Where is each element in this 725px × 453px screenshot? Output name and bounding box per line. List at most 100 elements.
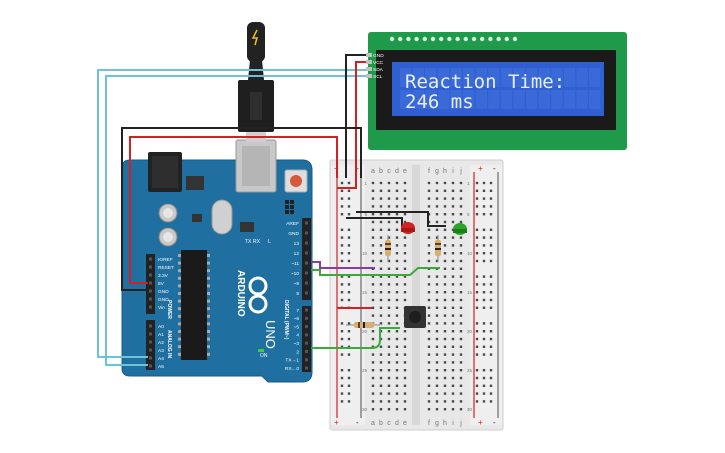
- breadboard-hole: [451, 345, 455, 348]
- push-button-cap[interactable]: [409, 311, 421, 323]
- breadboard-hole: [427, 298, 431, 302]
- breadboard-hole: [379, 408, 383, 411]
- rail-hole: [347, 345, 351, 348]
- breadboard-hole: [459, 205, 463, 208]
- small-chip-2: [240, 222, 254, 232]
- pin-label: Vin: [158, 305, 165, 311]
- breadboard-hole: [403, 220, 407, 224]
- rail-hole: [482, 369, 486, 372]
- chip-leg: [207, 292, 210, 295]
- breadboard-hole: [443, 252, 447, 255]
- pin-label: A0: [158, 324, 164, 330]
- lcd-cell: [463, 68, 475, 87]
- column-label: f: [428, 420, 430, 427]
- breadboard-hole: [459, 259, 463, 263]
- rail-holes: [340, 181, 493, 403]
- breadboard-hole: [371, 236, 375, 239]
- breadboard-hole: [387, 298, 391, 302]
- wire-scl: [105, 75, 366, 366]
- breadboard-hole: [379, 314, 383, 317]
- breadboard-hole: [387, 392, 391, 395]
- breadboard-hole: [443, 236, 447, 239]
- reset-button-cap[interactable]: [290, 175, 302, 187]
- rail-hole: [482, 283, 486, 286]
- lcd-cell: [563, 90, 576, 109]
- header-pin: [305, 221, 308, 225]
- breadboard-hole: [435, 400, 439, 403]
- usb-plug-grip: [250, 92, 262, 120]
- rail-hole: [475, 259, 479, 263]
- breadboard-hole: [379, 306, 383, 309]
- rail-hole: [347, 244, 351, 247]
- rail-hole: [475, 322, 479, 325]
- breadboard-hole: [403, 298, 407, 302]
- rail-hole: [340, 291, 344, 294]
- row-label: 10: [362, 251, 368, 256]
- rail-hole: [347, 376, 351, 380]
- breadboard-hole: [459, 306, 463, 309]
- row-label: 30: [467, 407, 473, 412]
- rail-hole: [475, 392, 479, 395]
- lcd-cell: [500, 68, 513, 87]
- breadboard-hole: [387, 267, 391, 270]
- breadboard-hole: [459, 384, 463, 387]
- row-label: 1: [364, 181, 367, 186]
- breadboard-hole: [427, 259, 431, 263]
- breadboard-hole: [403, 236, 407, 239]
- breadboard-hole: [451, 306, 455, 309]
- breadboard-hole: [387, 228, 391, 231]
- digital-header-bottom: [302, 306, 311, 372]
- breadboard-hole: [387, 189, 391, 192]
- on-label: ON: [260, 353, 268, 359]
- breadboard-hole: [395, 181, 399, 185]
- breadboard-hole: [395, 275, 399, 278]
- wire-sda: [97, 69, 366, 358]
- chip-leg: [207, 276, 210, 280]
- breadboard-hole: [443, 189, 447, 192]
- pin-label: TX→1: [285, 358, 299, 364]
- rail-hole: [489, 298, 493, 302]
- breadboard-hole: [435, 345, 439, 348]
- rail-hole: [340, 252, 344, 255]
- rail-hole: [482, 205, 486, 208]
- breadboard-hole: [379, 228, 383, 231]
- breadboard-hole: [379, 369, 383, 372]
- breadboard-hole: [443, 408, 447, 411]
- breadboard-hole: [371, 337, 375, 341]
- chip-leg: [178, 284, 181, 288]
- pin-label: ~9: [294, 281, 300, 287]
- breadboard-hole: [435, 330, 439, 333]
- breadboard-hole: [427, 181, 431, 185]
- chip-leg: [178, 254, 181, 257]
- breadboard-hole: [451, 337, 455, 341]
- rail-hole: [489, 322, 493, 325]
- lcd-cell: [551, 68, 563, 87]
- chip-leg: [178, 292, 181, 295]
- breadboard-hole: [451, 384, 455, 387]
- rail-hole: [489, 252, 493, 255]
- rail-hole: [489, 392, 493, 395]
- rail-hole: [347, 384, 351, 387]
- breadboard-hole: [427, 392, 431, 395]
- row-label: 5: [467, 212, 470, 217]
- rail-hole: [340, 236, 344, 239]
- rail-hole: [340, 275, 344, 278]
- rail-hole: [489, 205, 493, 208]
- breadboard-hole: [395, 384, 399, 387]
- pin-label: ~11: [291, 261, 299, 267]
- components: [346, 222, 467, 328]
- pin-label: A2: [158, 340, 164, 346]
- breadboard-hole: [371, 353, 375, 356]
- header-pin: [149, 356, 152, 360]
- breadboard-hole: [435, 220, 439, 224]
- header-pin: [149, 265, 152, 269]
- chip-leg: [207, 254, 210, 257]
- column-label: c: [387, 420, 391, 427]
- column-label: e: [403, 420, 407, 427]
- rail-hole: [489, 236, 493, 239]
- chip-leg: [178, 337, 181, 341]
- breadboard-hole: [395, 267, 399, 270]
- rail-hole: [482, 228, 486, 231]
